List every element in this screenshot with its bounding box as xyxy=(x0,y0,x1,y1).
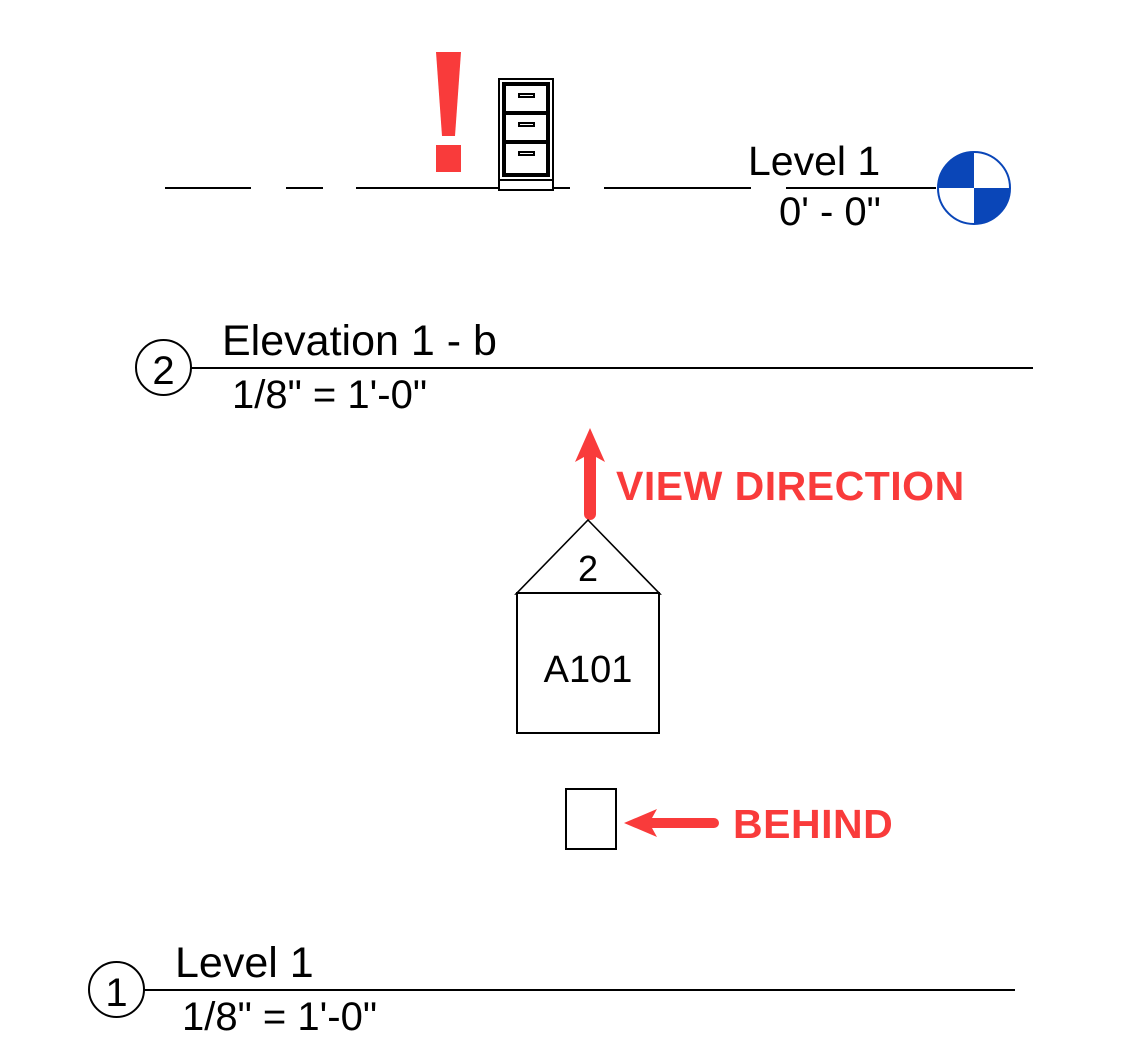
level-line-segment xyxy=(165,187,251,189)
furniture-plan-rectangle xyxy=(565,788,617,850)
elevation-tag-view-number: 2 xyxy=(577,548,599,589)
view-bubble-number: 1 xyxy=(105,971,128,1015)
view-direction-annotation: VIEW DIRECTION xyxy=(616,463,965,509)
level-line-segment xyxy=(356,187,498,189)
elevation-tag[interactable]: A101 2 xyxy=(505,518,671,736)
elevation-title-name: Elevation 1 - b xyxy=(222,317,497,365)
elevation-title-scale: 1/8" = 1'-0" xyxy=(232,373,428,417)
level-line-segment xyxy=(786,187,936,189)
view-bubble-number: 2 xyxy=(152,349,175,393)
elevation-tag-sheet-number: A101 xyxy=(543,649,633,691)
elevation-tag-sheet-box: A101 xyxy=(516,592,660,734)
view-bubble-plan[interactable]: 1 xyxy=(88,961,145,1018)
exclamation-mark-icon xyxy=(425,52,473,172)
quadrant-circle-icon xyxy=(936,150,1012,226)
title-underline xyxy=(143,989,1015,991)
view-bubble-elevation[interactable]: 2 xyxy=(135,339,192,396)
plan-title-scale: 1/8" = 1'-0" xyxy=(182,995,378,1039)
title-underline xyxy=(190,367,1033,369)
file-cabinet-icon xyxy=(498,78,554,191)
level-name-label: Level 1 xyxy=(748,138,881,184)
level-line-segment xyxy=(554,187,570,189)
level-line-segment xyxy=(604,187,751,189)
level-line-segment xyxy=(286,187,323,189)
level-elevation-label: 0' - 0" xyxy=(779,190,881,234)
left-arrow-icon xyxy=(624,806,720,840)
behind-annotation: BEHIND xyxy=(733,801,894,847)
plan-title-name: Level 1 xyxy=(175,939,314,987)
up-arrow-icon xyxy=(572,428,608,522)
